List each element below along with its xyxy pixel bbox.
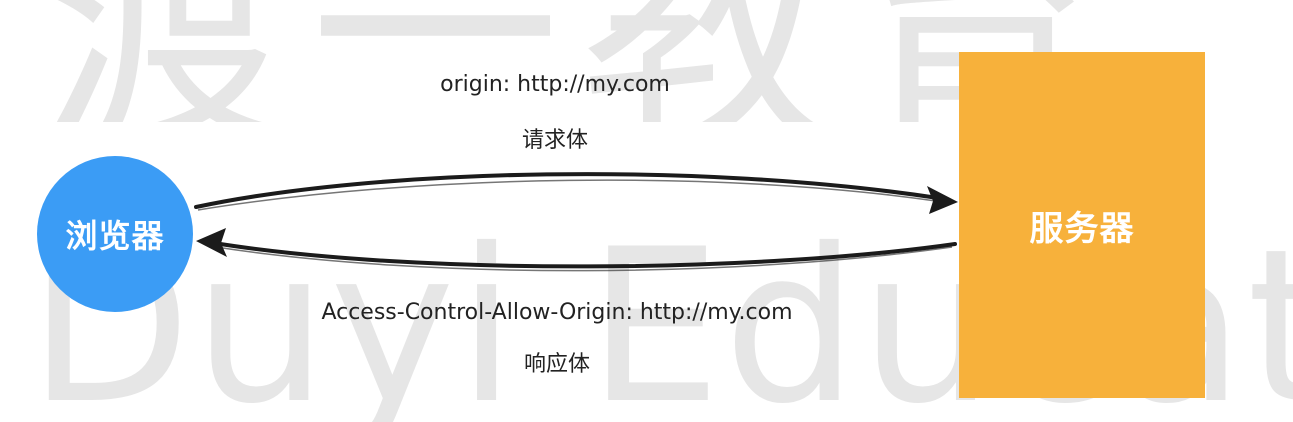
response-body-label: 响应体 [523, 352, 590, 377]
request-arrowhead [927, 186, 958, 214]
browser-label: 浏览器 [65, 217, 165, 255]
server-node: 服务器 [959, 52, 1205, 398]
request-header-label: origin: http://my.com [440, 72, 670, 97]
response-arrowhead [196, 228, 227, 257]
browser-node: 浏览器 [37, 156, 193, 312]
server-label: 服务器 [1029, 208, 1135, 249]
request-arrow [194, 172, 958, 214]
response-header-label: Access-Control-Allow-Origin: http://my.c… [321, 300, 793, 325]
response-arrow [196, 228, 957, 272]
request-body-label: 请求体 [521, 128, 588, 153]
